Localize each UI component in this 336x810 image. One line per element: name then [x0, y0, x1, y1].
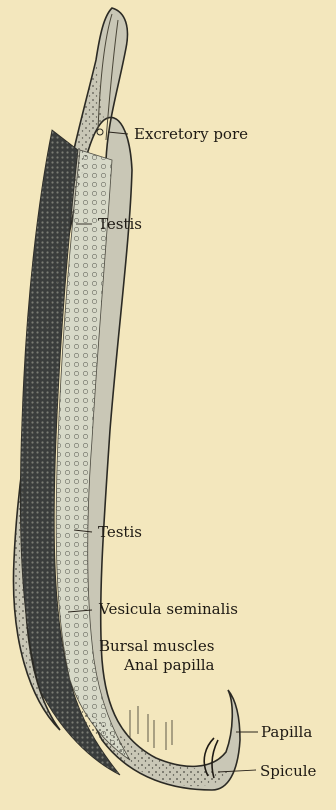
label-anal-papilla: Anal papilla [123, 656, 215, 674]
label-testis-upper: Testis [98, 215, 142, 233]
label-vesicula-seminalis: Vesicula seminalis [98, 600, 238, 618]
label-testis-lower: Testis [98, 523, 142, 541]
label-papilla: Papilla [261, 723, 312, 741]
label-excretory-pore: Excretory pore [134, 125, 248, 143]
label-bursal-muscles: Bursal muscles [99, 637, 214, 655]
label-spicule: Spicule [260, 762, 317, 780]
